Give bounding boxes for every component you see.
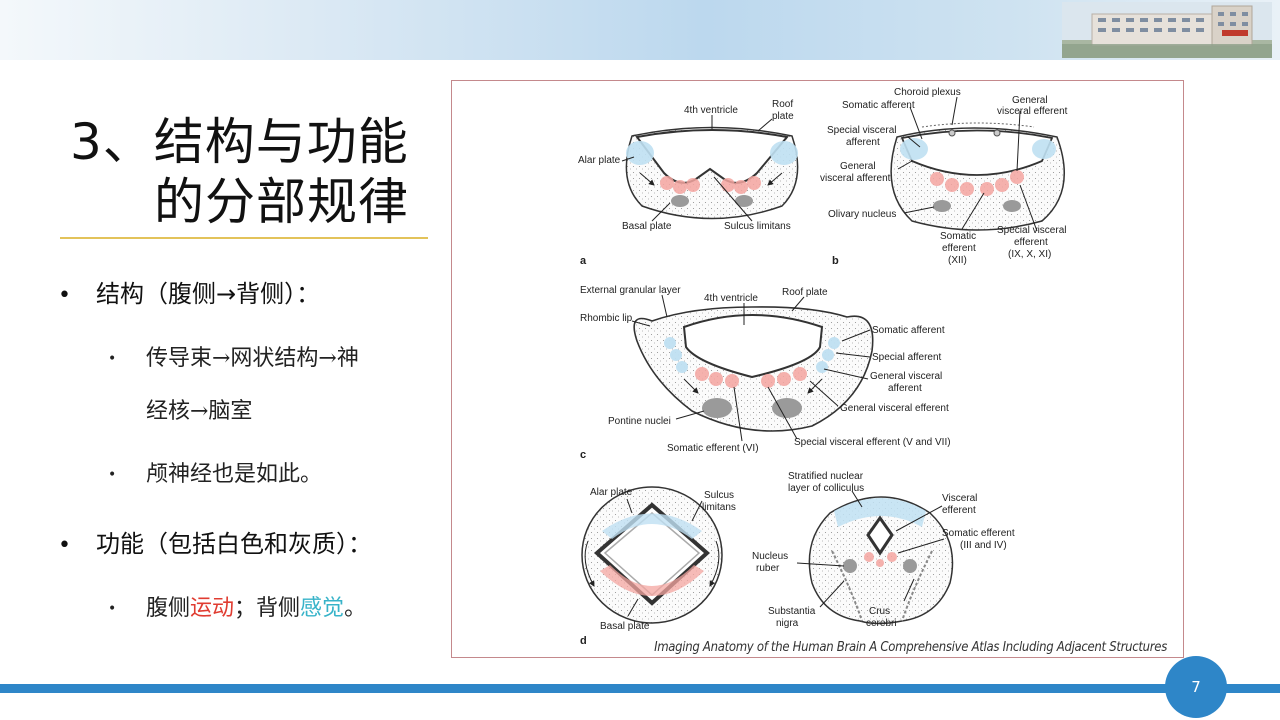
title-divider: [60, 237, 428, 239]
label-b-visceral-afferent: visceral afferent: [820, 173, 891, 184]
label-b-visceral-efferent: visceral efferent: [997, 106, 1068, 117]
label-c-pontine-nuclei: Pontine nuclei: [608, 416, 671, 427]
label-d-basal-plate: Basal plate: [600, 621, 650, 632]
label-c-special-afferent: Special afferent: [872, 352, 942, 363]
label-b-xii: (XII): [948, 255, 967, 266]
label-b-general: General: [1012, 95, 1048, 106]
label-b-ix-x-xi: (IX, X, XI): [1008, 249, 1051, 260]
label-d-nucleus: Nucleus: [752, 551, 788, 562]
sub-bullet-structure-order-cont: 经核→脑室: [146, 399, 253, 424]
sub-bullet-function: •腹侧运动；背侧感觉。: [108, 596, 367, 621]
label-c-roof-plate: Roof plate: [782, 287, 828, 298]
panel-a: 4th ventricle Roof plate Alar plate Basa…: [578, 99, 799, 267]
label-c-4th-ventricle: 4th ventricle: [704, 293, 758, 304]
label-d-stratified-nuclear: Stratified nuclear: [788, 471, 864, 482]
label-a-sulcus-limitans: Sulcus limitans: [724, 221, 791, 232]
label-c-rhombic-lip: Rhombic lip: [580, 313, 633, 324]
panel-d-left: Alar plate Sulcus limitans Basal plate d: [580, 486, 736, 647]
page-number: 7: [1191, 678, 1201, 696]
panel-b-letter: b: [832, 255, 839, 267]
label-b-special-visceral-2: Special visceral: [997, 225, 1066, 236]
label-a-roof: Roof: [772, 99, 793, 110]
label-b-somatic-afferent: Somatic afferent: [842, 100, 915, 111]
label-d-iii-and-iv: (III and IV): [960, 540, 1007, 551]
header-banner: [0, 0, 1280, 60]
figure-caption: Imaging Anatomy of the Human Brain A Com…: [654, 640, 1167, 655]
label-a-plate: plate: [772, 111, 794, 122]
bullet-dot-icon: •: [58, 533, 71, 558]
label-b-choroid-plexus: Choroid plexus: [894, 87, 961, 98]
label-c-external-granular-layer: External granular layer: [580, 285, 681, 296]
page-number-badge: 7: [1165, 656, 1227, 718]
panel-c: External granular layer 4th ventricle Ro…: [580, 285, 951, 461]
bullet-dot-icon: •: [108, 351, 117, 367]
hospital-building-photo: [1062, 2, 1272, 58]
label-b-somatic: Somatic: [940, 231, 976, 242]
label-c-somatic-efferent-vi: Somatic efferent (VI): [667, 443, 759, 454]
label-d-cerebri: cerebri: [866, 618, 897, 629]
title-line-1: 3、结构与功能: [70, 113, 409, 171]
bullet-function: •功能（包括白色和灰质）：: [58, 530, 372, 558]
label-c-general-visceral-efferent: General visceral efferent: [840, 403, 949, 414]
bullet-dot-icon: •: [108, 601, 117, 617]
panel-d-right: Stratified nuclear layer of colliculus V…: [752, 471, 1015, 629]
label-b-general-2: General: [840, 161, 876, 172]
label-d-ruber: ruber: [756, 563, 780, 574]
anatomy-figure: 4th ventricle Roof plate Alar plate Basa…: [451, 80, 1184, 658]
label-d-visceral: Visceral: [942, 493, 977, 504]
label-a-alar-plate: Alar plate: [578, 155, 621, 166]
footer-bar: [0, 684, 1280, 693]
label-b-efferent-2: efferent: [1014, 237, 1048, 248]
panel-c-letter: c: [580, 449, 586, 461]
label-d-somatic-efferent: Somatic efferent: [942, 528, 1015, 539]
label-d-substantia: Substantia: [768, 606, 816, 617]
label-d-sulcus: Sulcus: [704, 490, 734, 501]
label-b-special-visceral: Special visceral: [827, 125, 896, 136]
label-d-nigra: nigra: [776, 618, 799, 629]
title-line-2: 的分部规律: [154, 173, 409, 231]
label-b-olivary-nucleus: Olivary nucleus: [828, 209, 896, 220]
label-c-special-visceral-efferent: Special visceral efferent (V and VII): [794, 437, 951, 448]
panel-a-letter: a: [580, 255, 587, 267]
label-c-afferent: afferent: [888, 383, 922, 394]
panel-b: Choroid plexus Somatic afferent General …: [820, 87, 1068, 267]
label-c-general-visceral: General visceral: [870, 371, 942, 382]
bullet-dot-icon: •: [108, 467, 117, 483]
label-a-basal-plate: Basal plate: [622, 221, 672, 232]
sub-bullet-cranial-nerves: •颅神经也是如此。: [108, 462, 323, 487]
label-d-crus: Crus: [869, 606, 890, 617]
sub-bullet-structure-order: •传导束→网状结构→神: [108, 346, 359, 371]
bullet-structure: •结构（腹侧→背侧）：: [58, 280, 321, 308]
label-b-afferent: afferent: [846, 137, 880, 148]
label-a-4th-ventricle: 4th ventricle: [684, 105, 738, 116]
label-d-layer-of-colliculus: layer of colliculus: [788, 483, 864, 494]
label-c-somatic-afferent: Somatic afferent: [872, 325, 945, 336]
label-d-limitans: limitans: [702, 502, 736, 513]
motor-text: 运动: [190, 596, 235, 621]
sensory-text: 感觉: [300, 596, 345, 621]
label-d-alar-plate: Alar plate: [590, 487, 633, 498]
anatomy-diagram: 4th ventricle Roof plate Alar plate Basa…: [578, 87, 1068, 647]
label-d-efferent: efferent: [942, 505, 976, 516]
slide-title: 3、结构与功能 的分部规律: [70, 112, 430, 232]
label-b-efferent: efferent: [942, 243, 976, 254]
bullet-dot-icon: •: [58, 283, 71, 308]
panel-d-letter: d: [580, 635, 587, 647]
